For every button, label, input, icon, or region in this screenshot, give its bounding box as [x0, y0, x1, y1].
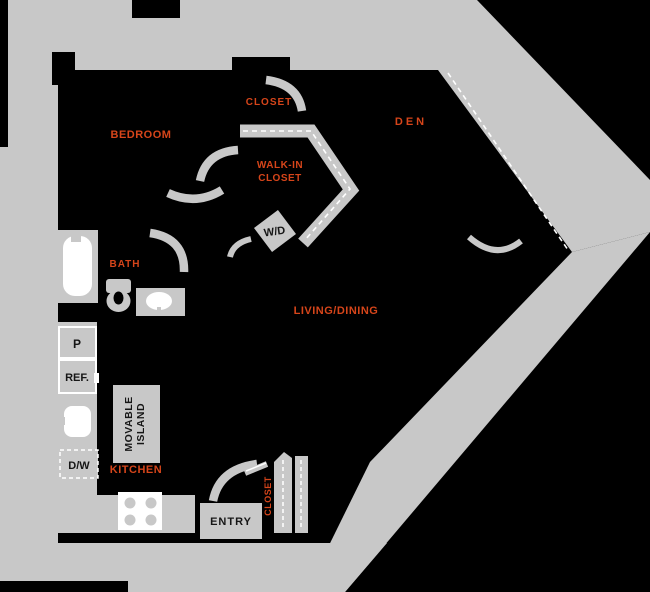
entry-closet-label: CLOSET — [263, 476, 273, 516]
entry-closet-strip — [274, 452, 292, 533]
bathroom — [57, 230, 185, 316]
entry-label: ENTRY — [210, 516, 252, 528]
kitchen-sink — [64, 406, 91, 437]
wall-notches — [52, 0, 290, 85]
bath-label: BATH — [109, 259, 140, 270]
stove — [118, 492, 162, 530]
bathtub-basin — [63, 236, 92, 296]
stove-burner — [124, 497, 136, 509]
fridge-label: REF. — [65, 372, 89, 384]
pantry-label: P — [73, 337, 81, 351]
washer-dryer-unit — [253, 209, 297, 253]
entry-vestibule — [200, 503, 262, 539]
entry-area — [200, 452, 308, 539]
movable-island — [113, 385, 160, 463]
kitchen-label: KITCHEN — [110, 464, 162, 476]
entry-closet-label-group: CLOSET — [263, 476, 273, 516]
toilet-bowl-opening — [113, 291, 124, 305]
stove-burner — [145, 497, 157, 509]
island-label-group: MOVABLE ISLAND — [123, 396, 147, 451]
wd-label: W/D — [263, 225, 286, 240]
toilet-tank — [106, 279, 131, 293]
kitchen-sink-faucet — [55, 417, 65, 425]
walkin-closet-label-line2: CLOSET — [258, 173, 302, 184]
walkin-closet-rod — [243, 130, 352, 241]
bath-door-arc — [149, 228, 189, 273]
wd-label-group: W/D — [263, 225, 286, 240]
wd-box — [253, 209, 297, 253]
entry-door-leaf-line — [245, 462, 267, 472]
vanity-faucet — [157, 307, 161, 316]
island-label-line1: MOVABLE — [123, 396, 135, 451]
island-label-line2: ISLAND — [135, 403, 147, 445]
bedroom-door-arc — [195, 145, 239, 183]
stove-burner — [124, 514, 136, 526]
dishwasher-box — [59, 449, 99, 479]
entry-door-arc — [208, 459, 258, 502]
door-arcs — [149, 75, 523, 502]
pantry-box — [58, 326, 97, 359]
building-mass-lower-diagonal — [306, 232, 650, 592]
stove-burner — [145, 514, 157, 526]
entry-wall-band — [295, 456, 308, 533]
corner-notch — [52, 52, 75, 70]
terrace-door-arc — [467, 234, 523, 253]
building-mass-top — [8, 0, 477, 70]
bedroom-label: BEDROOM — [111, 129, 172, 141]
corner-notch-2 — [52, 70, 58, 85]
living-dining-label: LIVING/DINING — [294, 305, 379, 317]
wd-door-arc — [227, 236, 252, 258]
closet-door-arc — [265, 75, 307, 112]
building-mass-right-diagonal — [438, 0, 650, 252]
hall-door-arc — [166, 186, 225, 203]
fridge-handle — [94, 373, 99, 383]
entry-door-leaf — [243, 461, 269, 476]
closet-niche — [232, 57, 290, 70]
dishwasher-label: D/W — [68, 460, 90, 472]
den-label: DEN — [395, 116, 427, 128]
kitchen-area — [55, 322, 195, 533]
vanity-sink — [146, 292, 172, 310]
building-mass-left — [0, 0, 58, 581]
building-mass-bottom — [0, 543, 387, 592]
bathtub-faucet — [71, 233, 81, 242]
top-notch — [132, 0, 180, 18]
walkin-closet-label-line1: WALK-IN — [257, 160, 303, 171]
top-closet-label: CLOSET — [246, 97, 293, 108]
